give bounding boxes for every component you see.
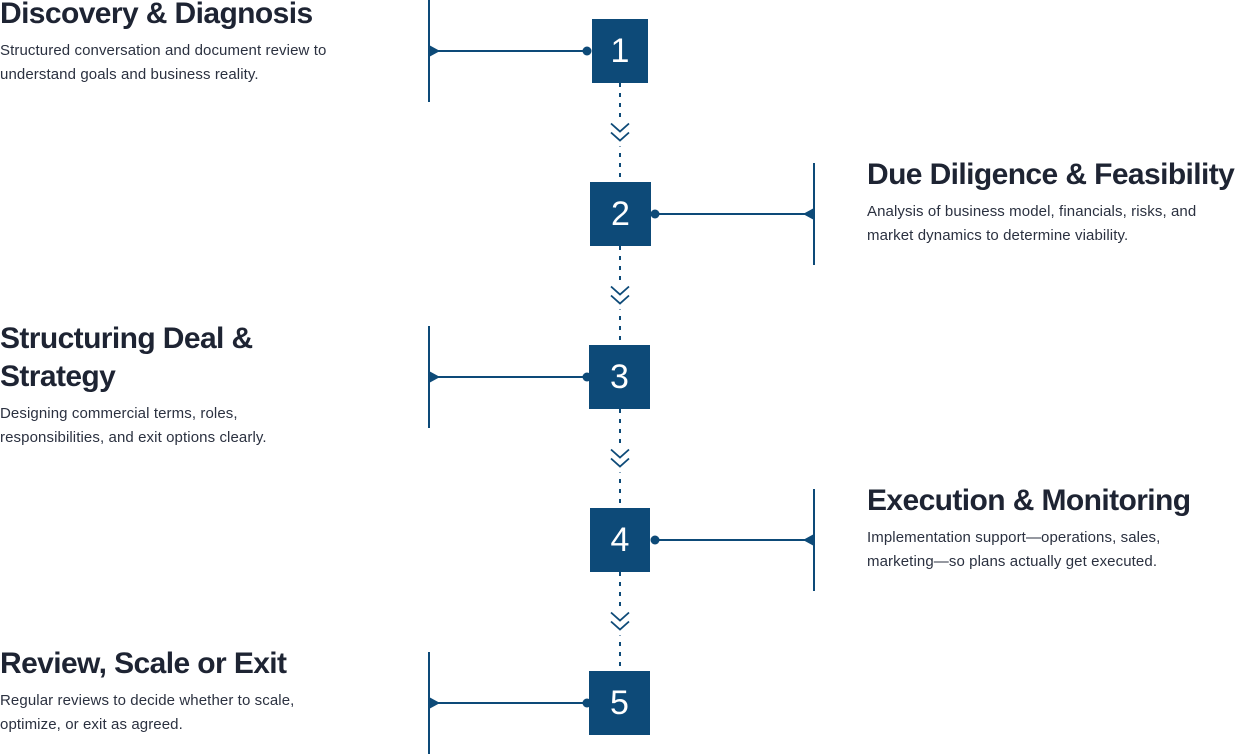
double-chevron-down-icon <box>610 122 630 133</box>
double-chevron-down-icon <box>610 620 630 631</box>
step-5-number: 5 <box>610 683 629 722</box>
step-2-number-box: 2 <box>590 182 651 246</box>
chevron-backing <box>608 444 632 473</box>
chevron-backing <box>608 607 632 636</box>
step-1-description: Structured conversation and document rev… <box>0 42 327 83</box>
branch-dot <box>582 46 592 56</box>
branch-arrow-icon <box>429 45 440 57</box>
branch-arrow-icon <box>429 371 440 383</box>
branch-dot <box>650 209 660 219</box>
double-chevron-down-icon <box>610 611 630 622</box>
step-3-number-box: 3 <box>589 345 650 409</box>
step-4-text: Execution & Monitoring Implementation su… <box>867 482 1243 574</box>
step-4-number: 4 <box>610 520 630 559</box>
step-3-title: Structuring Deal & Strategy <box>0 322 253 393</box>
step-1-number-box: 1 <box>592 19 648 83</box>
step-2-title: Due Diligence & Feasibility <box>867 158 1235 191</box>
step-5-description: Regular reviews to decide whether to sca… <box>0 692 295 733</box>
step-5-number-box: 5 <box>589 671 650 735</box>
step-2-number: 2 <box>611 194 630 233</box>
step-3-text: Structuring Deal & Strategy Designing co… <box>0 320 300 450</box>
step-3-number: 3 <box>610 357 629 396</box>
double-chevron-down-icon <box>610 294 630 305</box>
step-4-title: Execution & Monitoring <box>867 484 1191 517</box>
double-chevron-down-icon <box>610 285 630 296</box>
chevron-backing <box>608 281 632 310</box>
branch-dot <box>650 535 660 545</box>
double-chevron-down-icon <box>610 448 630 459</box>
step-4-description: Implementation support—operations, sales… <box>867 529 1161 570</box>
step-1-number: 1 <box>610 31 630 70</box>
chevron-backing <box>608 118 632 147</box>
step-4-number-box: 4 <box>590 508 650 572</box>
branch-arrow-icon <box>803 534 814 546</box>
step-1-text: Discovery & Diagnosis Structured convers… <box>0 0 400 87</box>
step-2-text: Due Diligence & Feasibility Analysis of … <box>867 156 1243 248</box>
branch-arrow-icon <box>803 208 814 220</box>
step-2-description: Analysis of business model, financials, … <box>867 203 1197 244</box>
step-1-title: Discovery & Diagnosis <box>0 0 313 30</box>
step-3-description: Designing commercial terms, roles, respo… <box>0 405 267 446</box>
step-5-text: Review, Scale or Exit Regular reviews to… <box>0 645 400 737</box>
step-5-title: Review, Scale or Exit <box>0 647 287 680</box>
double-chevron-down-icon <box>610 131 630 142</box>
branch-arrow-icon <box>429 697 440 709</box>
double-chevron-down-icon <box>610 457 630 468</box>
